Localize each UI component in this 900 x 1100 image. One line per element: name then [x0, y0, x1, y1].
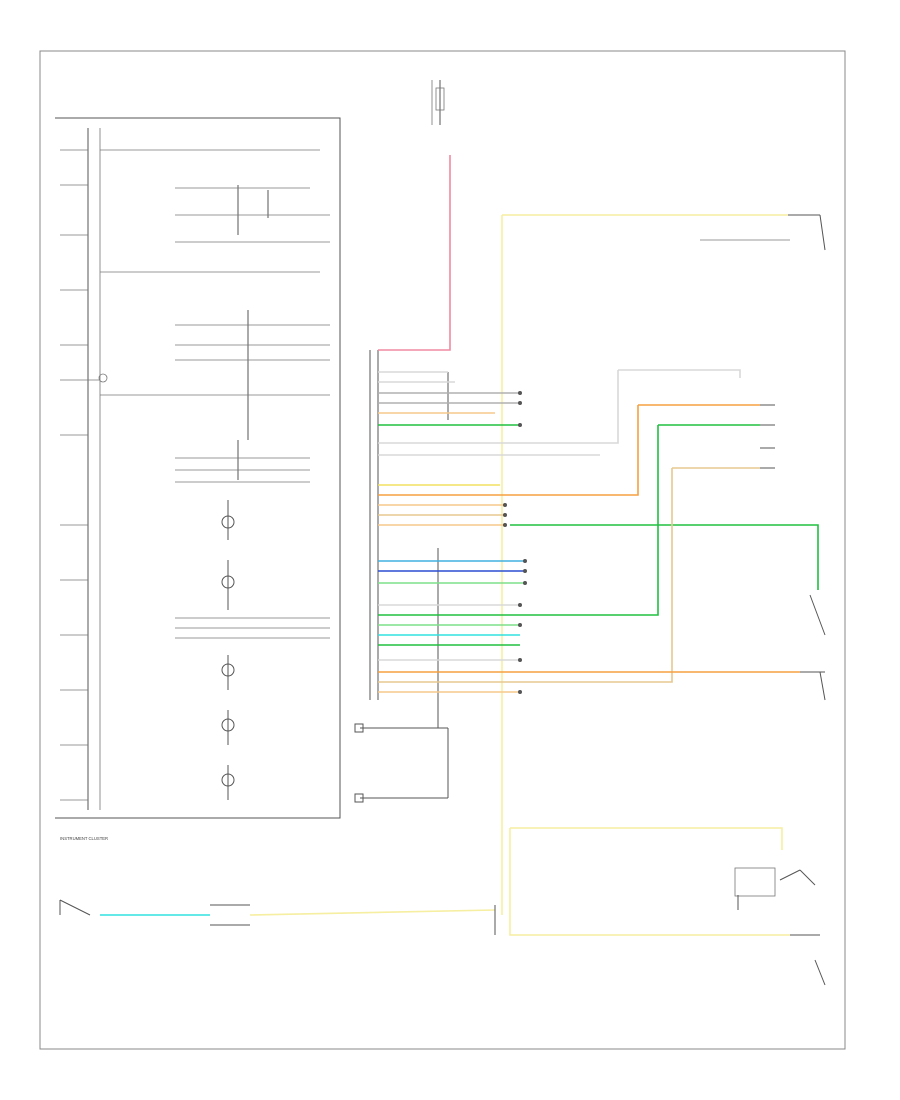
wire-pink [378, 155, 451, 351]
diagram-frame [39, 50, 846, 1050]
cluster-caption: INSTRUMENT CLUSTER [60, 836, 108, 841]
instrument-cluster: INSTRUMENT CLUSTER [55, 117, 341, 841]
right-components [700, 214, 826, 986]
bottom-components [59, 899, 496, 935]
central-connector [354, 350, 449, 803]
connector-arrows [503, 391, 527, 694]
ignition-source [431, 80, 445, 125]
wires [100, 155, 819, 936]
